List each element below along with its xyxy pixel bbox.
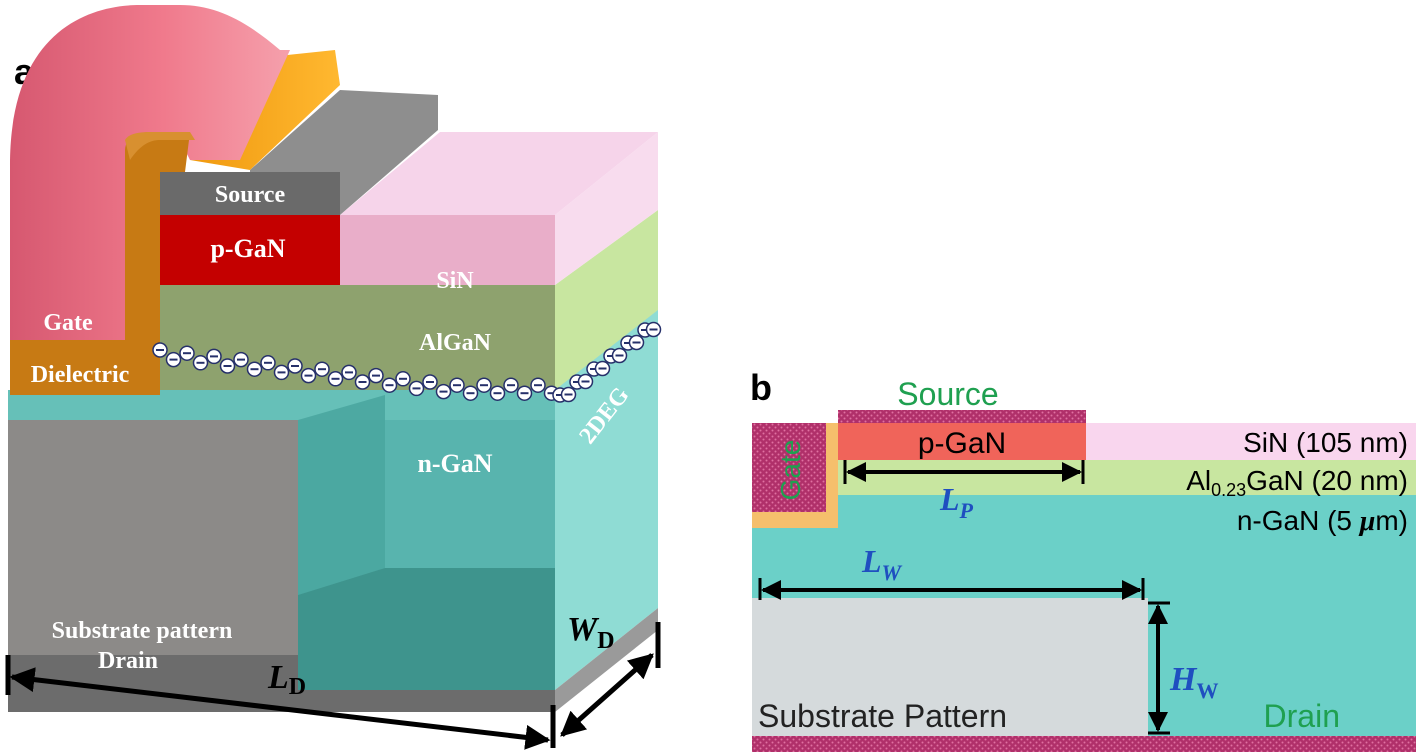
ngan-mu: μ xyxy=(1358,506,1376,537)
algan-label-b: Al0.23GaN (20 nm) xyxy=(1186,465,1408,500)
wd-main: W xyxy=(567,611,600,648)
lp-sub: P xyxy=(959,498,974,523)
algan-label-a: AlGaN xyxy=(419,330,492,356)
substrate-label-b: Substrate Pattern xyxy=(758,698,1007,734)
pgan-front xyxy=(160,215,340,285)
trench-floor xyxy=(298,568,555,690)
sin-front-face xyxy=(340,215,555,285)
sin-top-face xyxy=(340,132,658,215)
source-label-a: Source xyxy=(215,182,286,208)
ld-main: L xyxy=(267,659,289,696)
hw-label: HW xyxy=(1169,661,1218,703)
hw-sub: W xyxy=(1196,678,1218,703)
ld-arrow xyxy=(9,667,551,750)
gate-contact-b xyxy=(752,423,826,512)
algan-post: GaN (20 nm) xyxy=(1246,465,1408,496)
lw-main: L xyxy=(861,543,882,579)
lp-label: LP xyxy=(939,481,974,523)
ngan-post: m) xyxy=(1375,505,1408,536)
panel-a: a Sour xyxy=(5,5,662,750)
hw-main: H xyxy=(1169,661,1198,698)
sin-side-face xyxy=(555,132,658,285)
lw-label: LW xyxy=(861,543,903,585)
source-front xyxy=(160,172,340,215)
source-label-b: Source xyxy=(897,376,998,412)
gate-label-a: Gate xyxy=(43,310,93,336)
sin-label-b: SiN (105 nm) xyxy=(1243,427,1408,458)
source-contact-b xyxy=(838,410,1086,423)
pgan-label-b: p-GaN xyxy=(918,427,1006,460)
drain-contact-b xyxy=(752,736,1416,752)
ngan-pre: n-GaN (5 xyxy=(1237,505,1360,536)
gate-metal xyxy=(10,5,290,355)
drain-label-b: Drain xyxy=(1264,698,1340,734)
trench-wall xyxy=(298,395,385,595)
algan-pre: Al xyxy=(1186,465,1211,496)
ngan-top-strip xyxy=(8,390,555,420)
substrate-pattern-b xyxy=(752,598,1148,738)
dielectric-layer xyxy=(10,132,190,395)
ld-sub: D xyxy=(289,674,306,700)
wd-label: WD xyxy=(567,611,615,654)
ld-label: LD xyxy=(267,659,306,700)
dielectric-top xyxy=(125,132,195,160)
ngan-label-a: n-GaN xyxy=(417,449,492,478)
panel-b: b Source p-GaN Gate SiN (105 nm) Al0.23G… xyxy=(750,367,1416,752)
panel-b-label: b xyxy=(750,367,772,408)
wd-arrow xyxy=(560,653,654,737)
sin-label-a: SiN xyxy=(436,268,474,294)
gate-label-b: Gate xyxy=(775,440,806,501)
pgan-layer-b xyxy=(838,423,1086,460)
algan-side-face xyxy=(555,210,658,390)
sin-layer-b xyxy=(1086,423,1416,460)
pgan-label-a: p-GaN xyxy=(210,234,285,263)
substrate-label-a: Substrate pattern xyxy=(52,618,233,644)
2deg-electrons xyxy=(152,321,662,403)
substrate-pattern-front xyxy=(8,420,298,655)
ngan-label-b: n-GaN (5 μm) xyxy=(1237,505,1408,537)
lp-main: L xyxy=(939,481,960,517)
drain-label-a: Drain xyxy=(98,648,158,674)
algan-front-face xyxy=(160,285,555,390)
algan-sub: 0.23 xyxy=(1211,480,1246,500)
dielectric-label-a: Dielectric xyxy=(31,362,130,388)
lw-sub: W xyxy=(882,560,903,585)
wd-sub: D xyxy=(597,628,614,654)
